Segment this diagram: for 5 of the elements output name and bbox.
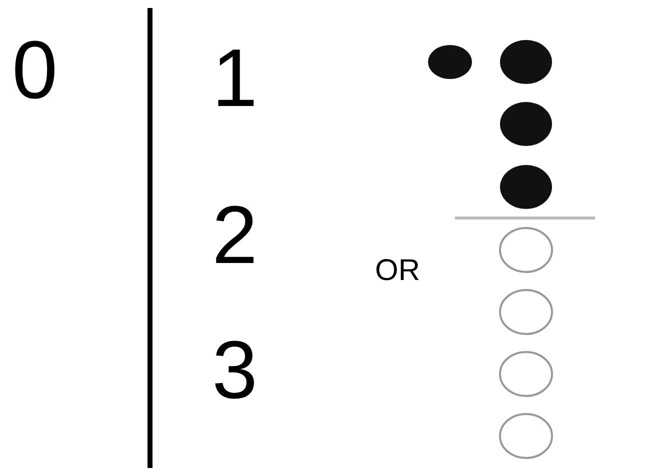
digit-label: 0	[12, 30, 58, 112]
digit-label: 2	[212, 195, 258, 277]
or-label: OR	[375, 256, 420, 286]
digit-label: 3	[212, 330, 258, 412]
digit-label: 1	[212, 38, 258, 120]
